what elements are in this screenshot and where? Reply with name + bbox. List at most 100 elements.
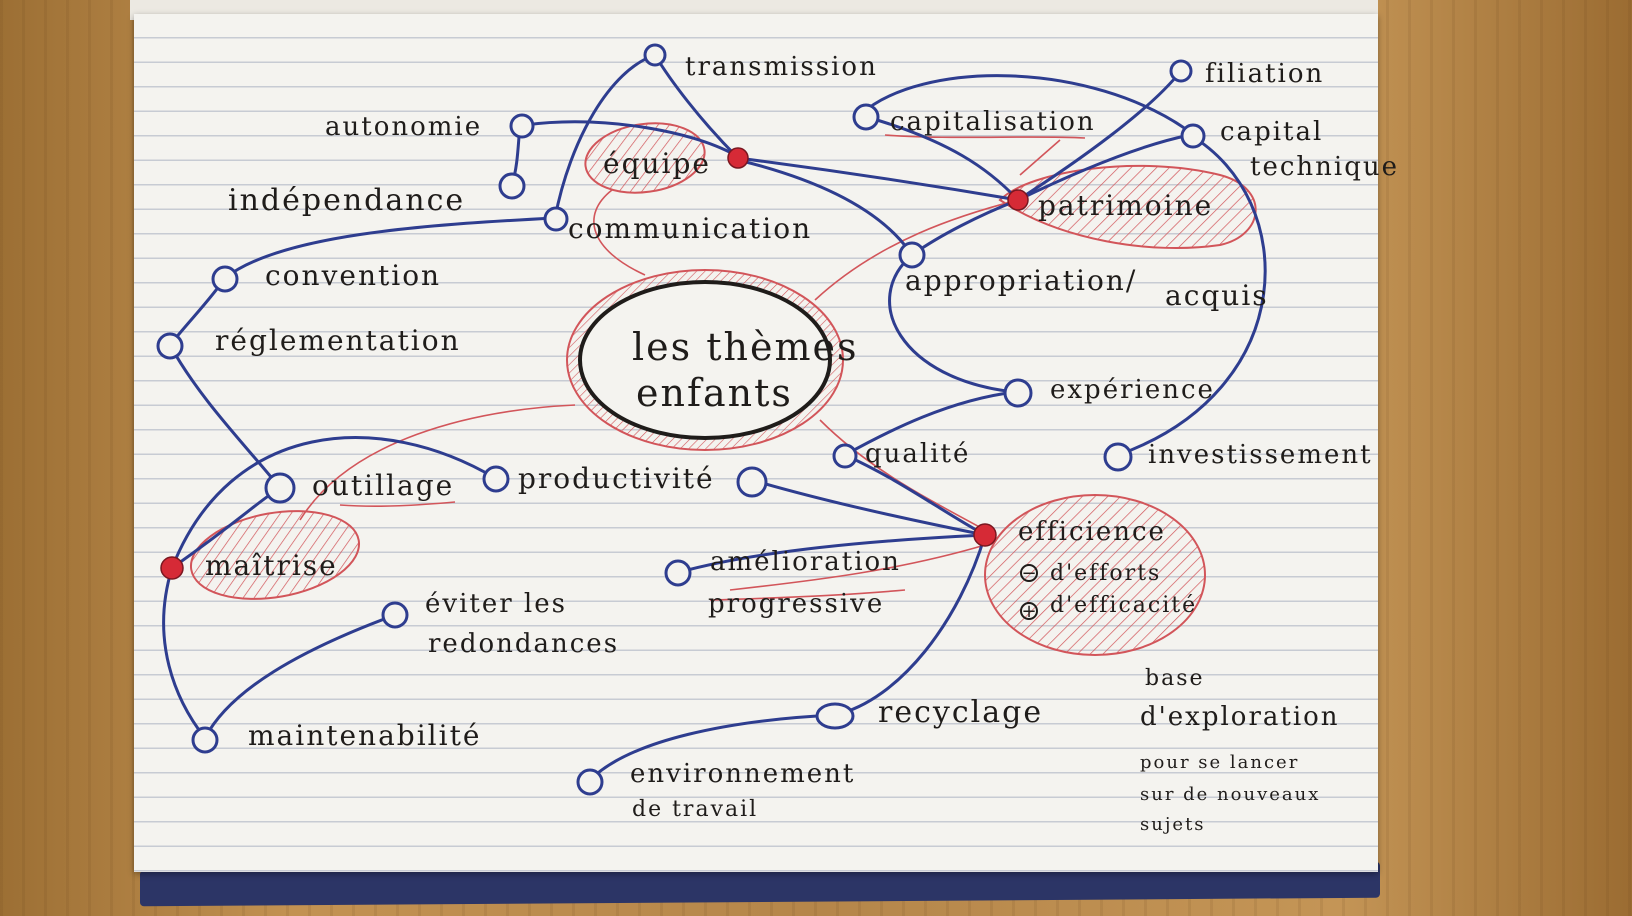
node-investissement[interactable]	[1103, 442, 1133, 472]
nodes	[156, 43, 1206, 796]
edge-maintenabilite-eviter	[203, 613, 397, 740]
node-environnement[interactable]	[576, 768, 604, 796]
label-appropriation: appropriation/	[905, 264, 1137, 297]
label-efficacite: d'efficacité	[1050, 593, 1197, 618]
hubs	[160, 147, 1029, 580]
label-capitalisation: capitalisation	[890, 107, 1096, 137]
node-autonomie[interactable]	[509, 113, 535, 139]
node-experience[interactable]	[1003, 378, 1033, 408]
edge-patrimoine-appropriation	[910, 198, 1020, 257]
labels: les thèmes enfants transmission autonomi…	[205, 52, 1399, 835]
hub-maitrise[interactable]	[160, 556, 184, 580]
label-qualite: qualité	[865, 439, 970, 469]
label-autonomie: autonomie	[325, 112, 482, 142]
node-transmission[interactable]	[643, 43, 667, 67]
node-productivite[interactable]	[482, 465, 510, 493]
hatched-areas	[189, 122, 1257, 656]
label-capital-line1: capital	[1220, 117, 1323, 147]
link-patrimoine-top	[1019, 139, 1061, 176]
link-center-equipe	[593, 189, 646, 276]
equipe-blob	[584, 122, 706, 194]
label-filiation: filiation	[1205, 59, 1324, 89]
label-equipe: équipe	[603, 147, 711, 180]
central-ellipse	[578, 280, 832, 440]
node-qualite[interactable]	[832, 443, 858, 469]
edge-equipe-autonomie	[523, 120, 737, 157]
edge-patrimoine-capital	[1016, 133, 1192, 202]
label-eviter-line1: éviter les	[425, 589, 567, 619]
node-productivite-right[interactable]	[736, 466, 768, 498]
label-transmission: transmission	[685, 52, 878, 82]
edge-equipe-appropriation	[736, 158, 912, 254]
note-line3: pour se lancer	[1140, 752, 1299, 773]
node-capitalisation[interactable]	[852, 103, 880, 131]
note-line1: base	[1145, 666, 1205, 691]
edge-maitrise-productivite	[170, 436, 497, 570]
label-environnement-line2: de travail	[632, 797, 758, 822]
minus-circle	[1020, 564, 1038, 582]
label-efforts: d'efforts	[1050, 561, 1161, 586]
node-eviter[interactable]	[381, 601, 409, 629]
edge-capitalisation-patrimoine	[858, 113, 1020, 202]
node-filiation[interactable]	[1169, 59, 1193, 83]
edge-transmission-communication	[553, 53, 657, 220]
label-experience: expérience	[1050, 375, 1215, 405]
link-center-efficience	[819, 419, 986, 531]
label-maintenabilite: maintenabilité	[248, 719, 481, 752]
note-line5: sujets	[1140, 814, 1206, 835]
label-capital-line2: technique	[1250, 152, 1399, 182]
hub-equipe[interactable]	[727, 147, 749, 169]
link-amelioration	[729, 544, 986, 591]
label-outillage: outillage	[312, 469, 454, 502]
label-productivite: productivité	[518, 462, 715, 495]
note-line2: d'exploration	[1140, 702, 1340, 732]
efficience-blob	[984, 494, 1206, 656]
central-title-line1: les thèmes	[632, 325, 858, 369]
progressive-underline	[709, 589, 906, 601]
label-amelioration-line1: amélioration	[710, 547, 901, 577]
node-capital-technique[interactable]	[1180, 123, 1206, 149]
edge-experience-qualite	[843, 390, 1017, 457]
node-reglementation[interactable]	[156, 332, 184, 360]
node-independance[interactable]	[498, 172, 526, 200]
label-eviter-line2: redondances	[428, 629, 619, 659]
edge-maitrise-maintenabilite	[162, 566, 207, 740]
label-environnement-line1: environnement	[630, 759, 855, 789]
label-independance: indépendance	[228, 183, 465, 218]
note-line4: sur de nouveaux	[1140, 784, 1320, 805]
label-efficience: efficience	[1018, 517, 1166, 547]
label-acquis: acquis	[1165, 279, 1269, 312]
node-recyclage[interactable]	[815, 702, 855, 730]
label-amelioration-line2: progressive	[708, 589, 884, 619]
capitalisation-underline	[884, 134, 1086, 139]
label-reglementation: réglementation	[215, 324, 461, 357]
node-communication[interactable]	[543, 206, 569, 232]
edge-efficience-recyclage	[833, 533, 987, 717]
edge-patrimoine-filiation	[1016, 70, 1182, 202]
node-outillage[interactable]	[264, 472, 296, 504]
node-appropriation[interactable]	[898, 241, 926, 269]
edge-reglementation-outillage	[168, 343, 282, 490]
hub-efficience[interactable]	[973, 523, 997, 547]
node-maintenabilite[interactable]	[191, 726, 219, 754]
plus-circle	[1020, 602, 1038, 620]
minus-sign: −	[1021, 563, 1036, 584]
edge-recyclage-environnement	[588, 713, 837, 782]
edge-communication-convention	[223, 216, 557, 280]
label-investissement: investissement	[1148, 440, 1373, 470]
label-convention: convention	[265, 259, 441, 292]
edge-capital-investissement	[1116, 133, 1267, 457]
hub-patrimoine[interactable]	[1007, 189, 1029, 211]
edge-equipe-patrimoine	[736, 156, 1020, 202]
label-communication: communication	[568, 212, 812, 245]
edge-qualite-efficience	[843, 453, 987, 537]
node-convention[interactable]	[211, 265, 239, 293]
link-center-patrimoine	[814, 199, 1019, 301]
label-maitrise: maîtrise	[205, 549, 338, 582]
label-recyclage: recyclage	[878, 695, 1043, 730]
label-patrimoine: patrimoine	[1038, 189, 1213, 222]
node-amelioration[interactable]	[664, 559, 692, 587]
maitrise-blob	[189, 510, 361, 600]
